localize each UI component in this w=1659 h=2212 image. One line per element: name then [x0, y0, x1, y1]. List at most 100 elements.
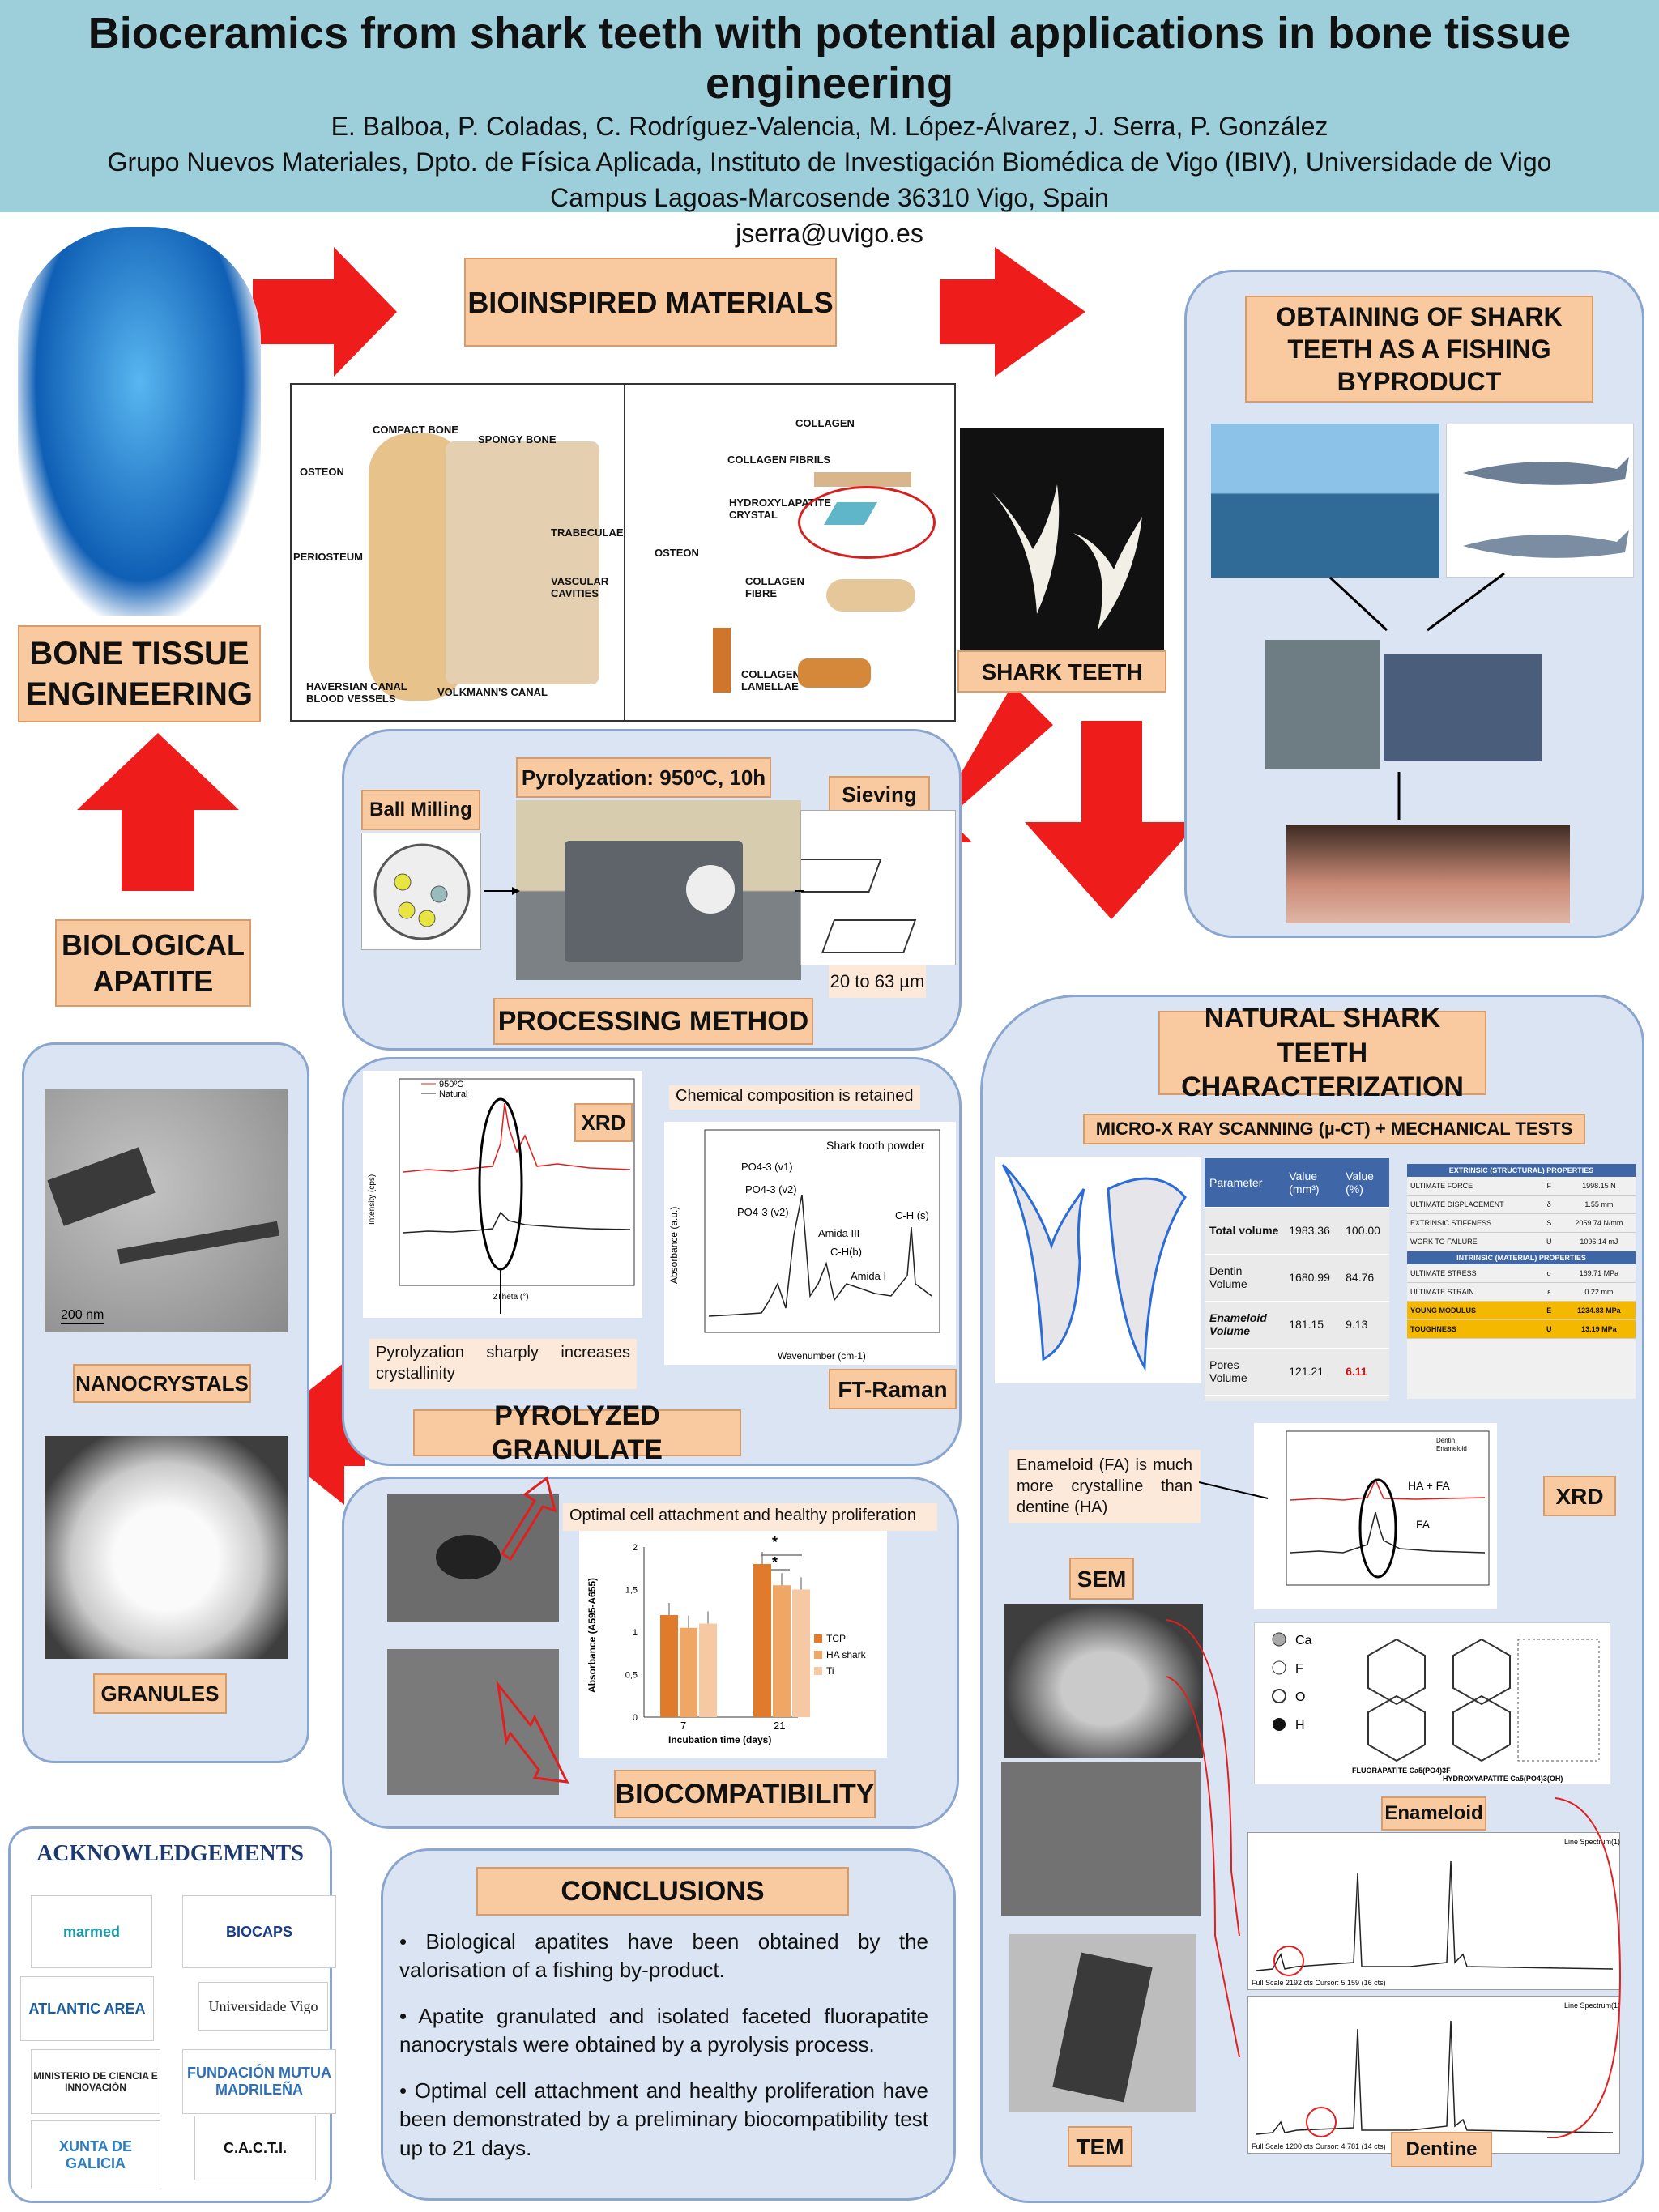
logo-biocaps: BIOCAPS	[182, 1895, 336, 1968]
biocompat-chart: Absorbance (A595-A655) Incubation time (…	[579, 1531, 887, 1758]
collagen-fibre-shape	[826, 579, 915, 612]
label-bone-tissue: BONE TISSUE ENGINEERING	[18, 625, 261, 722]
mech-cell: 1998.15 N	[1582, 1182, 1616, 1190]
xrd2-ann-hafa: HA + FA	[1408, 1479, 1450, 1492]
note-pyrolyzation: Pyrolyzation sharply increases crystalli…	[369, 1339, 637, 1389]
granules-photo	[45, 1436, 288, 1659]
raman-ann-2: PO4-3 (v2)	[745, 1183, 797, 1196]
structure-legend-ca: Ca	[1295, 1634, 1312, 1647]
arrow-right-2	[940, 247, 1085, 377]
ct-header-cell: Parameter	[1205, 1158, 1285, 1208]
logo-uvigo: Universidade Vigo	[198, 1982, 328, 2031]
apatite-structure-svg: Ca F O H FLUORAPATITE Ca5(PO4)3F HYDROXY…	[1272, 1632, 1600, 1783]
diagram-label: VASCULAR CAVITIES	[551, 575, 609, 599]
conclusion-item: • Apatite granulated and isolated facete…	[399, 2004, 928, 2057]
poster-address: Campus Lagoas-Marcosende 36310 Vigo, Spa…	[550, 183, 1109, 212]
apatite-structure-diagram: Ca F O H FLUORAPATITE Ca5(PO4)3F HYDROXY…	[1254, 1622, 1610, 1784]
bio-sig-star-2: *	[772, 1554, 778, 1571]
raman-title: Shark tooth powder	[826, 1139, 925, 1152]
sem-connector-arrows	[1166, 1619, 1622, 2138]
mech-cell: S	[1546, 1219, 1552, 1227]
poster-email: jserra@uvigo.es	[736, 219, 923, 248]
diagram-label: OSTEON	[300, 466, 344, 478]
ct-header-cell: Value (%)	[1341, 1158, 1389, 1208]
mech-cell: ULTIMATE DISPLACEMENT	[1410, 1200, 1504, 1208]
structure-legend-h: H	[1295, 1719, 1305, 1733]
mech-cell: WORK TO FAILURE	[1410, 1238, 1478, 1246]
raman-ylabel: Absorbance (a.u.)	[668, 1207, 680, 1284]
mech-cell: ULTIMATE STRAIN	[1410, 1288, 1474, 1296]
raman-chart-svg: Shark tooth powder PO4-3 (v1) PO4-3 (v2)…	[668, 1129, 940, 1362]
process-arrows	[484, 887, 804, 895]
bio-legend-swatch-tcp	[814, 1634, 822, 1643]
shark-teeth-shapes	[992, 484, 1142, 630]
poster-title: Bioceramics from shark teeth with potent…	[87, 9, 1572, 108]
ct-cell: Total volume	[1205, 1207, 1285, 1255]
edx-title-2: Line Spectrum(1)	[1564, 2001, 1620, 2010]
bio-ytick: 0,5	[625, 1671, 638, 1681]
label-biological-apatite: BIOLOGICAL APATITE	[55, 919, 251, 1007]
label-processing: PROCESSING METHOD	[493, 998, 813, 1045]
poster-header: Bioceramics from shark teeth with potent…	[0, 0, 1659, 248]
bar-tcp-day-7	[660, 1615, 678, 1717]
table-row: Enameloid Volume 181.15 9.13	[1205, 1301, 1389, 1349]
label-granules: GRANULES	[93, 1673, 227, 1714]
table-row: Pores Volume 121.21 6.11	[1205, 1348, 1389, 1396]
ack-title: ACKNOWLEDGEMENTS	[36, 1841, 304, 1866]
ct-cell: Enameloid Volume	[1205, 1301, 1285, 1349]
diagram-label: COLLAGEN FIBRE	[745, 575, 804, 599]
bio-ytick: 1,5	[625, 1586, 638, 1596]
conclusions-list: • Biological apatites have been obtained…	[399, 1928, 928, 2187]
xrd-chart-2: HA + FA FA Dentin Enameloid	[1254, 1423, 1497, 1609]
bio-ytick: 2	[633, 1543, 638, 1553]
label-obtaining: OBTAINING OF SHARK TEETH AS A FISHING BY…	[1245, 296, 1593, 403]
bio-cat-7: 7	[680, 1720, 686, 1732]
mech-cell: YOUNG MODULUS	[1410, 1306, 1476, 1315]
tem-nanocrystals-image: 200 nm	[45, 1089, 288, 1332]
ct-table: Parameter Value (mm³) Value (%) Total vo…	[1205, 1158, 1389, 1396]
mech-cell: ULTIMATE STRESS	[1410, 1269, 1477, 1277]
raman-ann-1: PO4-3 (v1)	[741, 1161, 793, 1173]
shark-species-photo	[1446, 424, 1634, 578]
label-sem: SEM	[1069, 1558, 1134, 1600]
xrd-legend-natural: Natural	[439, 1089, 467, 1099]
mech-cell: 169.71 MPa	[1579, 1269, 1619, 1277]
diagram-label: SPONGY BONE	[478, 433, 557, 445]
diagram-label: VOLKMANN'S CANAL	[437, 686, 548, 698]
ball-mill-diagram	[361, 833, 481, 950]
mech-cell: 1.55 mm	[1584, 1200, 1614, 1208]
logo-ministerio: MINISTERIO DE CIENCIA E INNOVACIÓN	[31, 2049, 160, 2114]
mech-cell: 1096.14 mJ	[1580, 1238, 1618, 1246]
bio-legend-ti: Ti	[826, 1665, 834, 1677]
mech-intrinsic-title: INTRINSIC (MATERIAL) PROPERTIES	[1407, 1251, 1636, 1264]
osteon-shape	[713, 628, 731, 693]
bar-ha-shark-day-21	[773, 1585, 791, 1717]
ct-cell: 1983.36	[1284, 1207, 1341, 1255]
label-xrd: XRD	[574, 1103, 633, 1142]
diagram-label: COLLAGEN LAMELLAE	[741, 668, 800, 693]
diagram-label: COMPACT BONE	[373, 424, 458, 436]
raman-ann-5: C-H(b)	[830, 1246, 862, 1258]
xrd-chart-2-svg: HA + FA FA Dentin Enameloid	[1286, 1430, 1490, 1586]
ct-cell: 1680.99	[1284, 1254, 1341, 1302]
obtaining-arrows	[1328, 572, 1505, 820]
sem-tooth-section	[1004, 1604, 1203, 1758]
bio-cat-21: 21	[774, 1720, 785, 1732]
sem-cell-image-2	[387, 1649, 559, 1795]
mech-cell: U	[1546, 1238, 1552, 1246]
arrow-right-1	[253, 247, 397, 377]
note-chemical: Chemical composition is retained	[669, 1085, 920, 1110]
structure-legend-o: O	[1295, 1690, 1305, 1704]
diagram-label: TRABECULAE	[551, 526, 624, 539]
xrd2-legend-enameloid: Enameloid	[1436, 1445, 1467, 1452]
label-pyrolyzation: Pyrolyzation: 950ºC, 10h	[516, 757, 771, 798]
arrow-up	[77, 733, 239, 891]
crystal-rod	[117, 1221, 280, 1264]
